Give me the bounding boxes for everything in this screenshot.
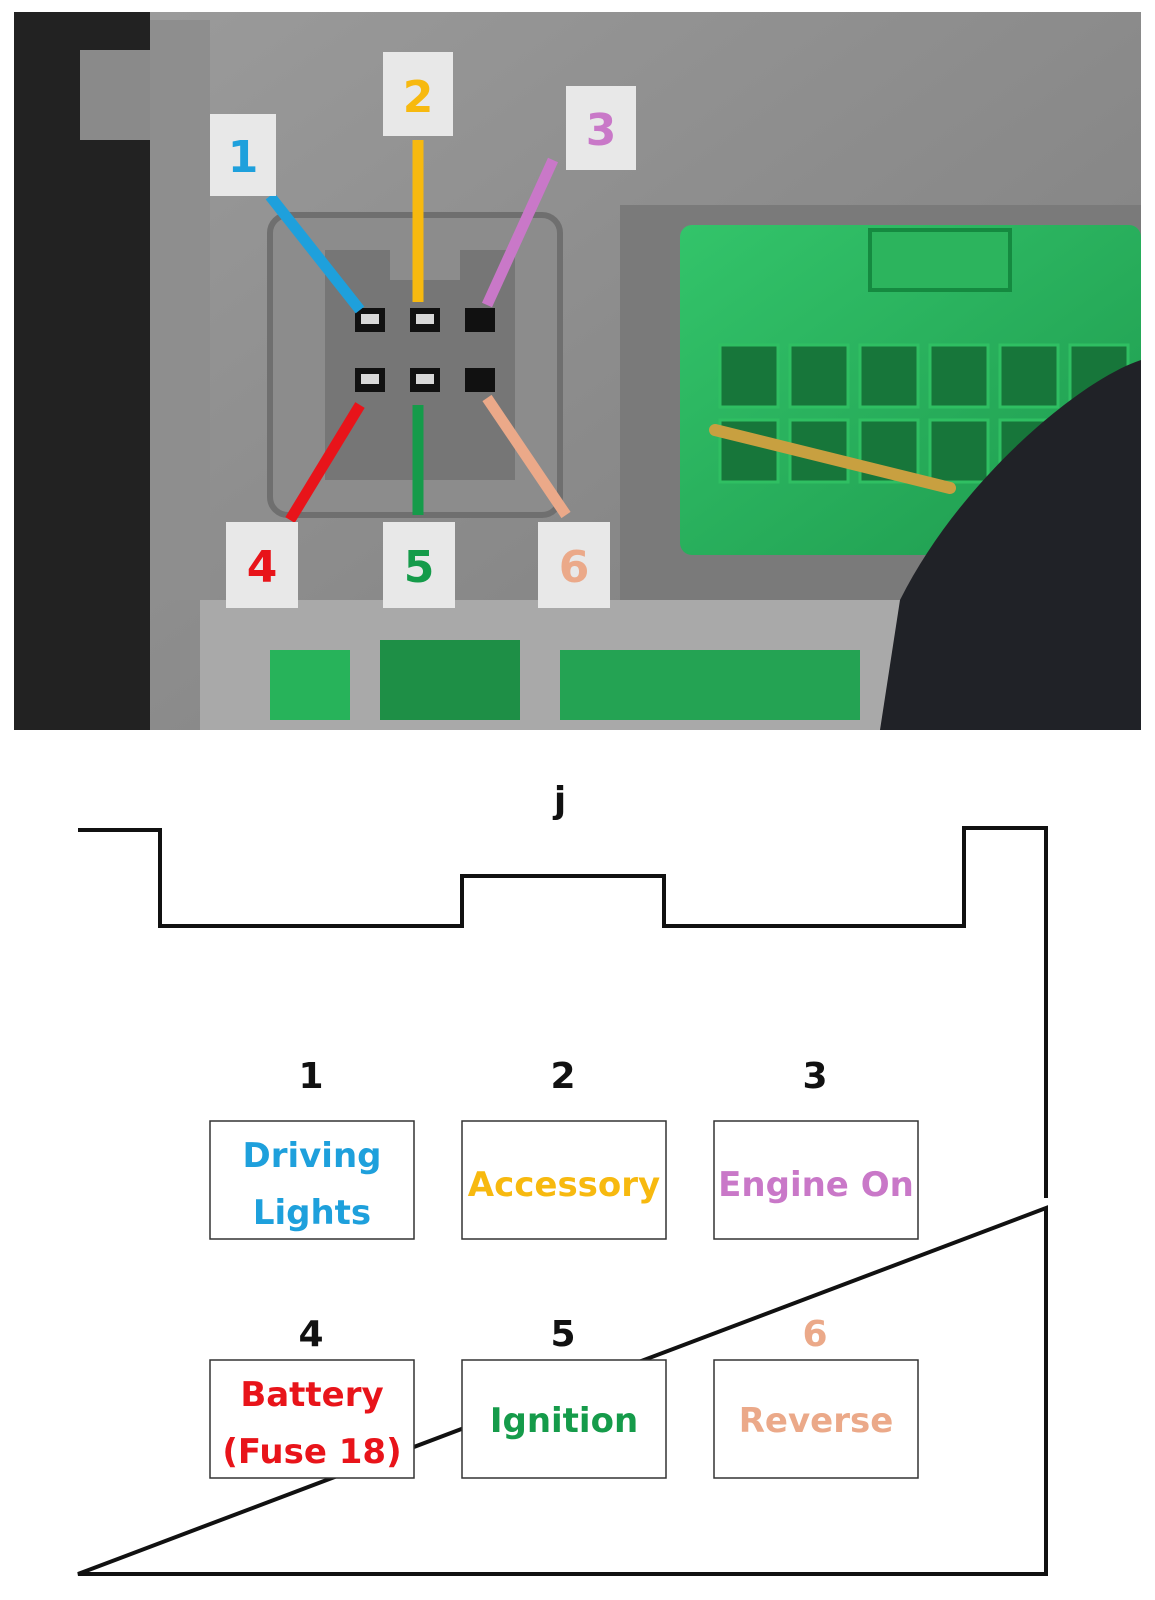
leader-6 — [482, 394, 571, 519]
pin-3-box — [713, 1120, 919, 1240]
pin-2-number: 2 — [550, 1056, 575, 1097]
side-letter: j — [552, 780, 566, 821]
pin-5-box — [461, 1359, 667, 1479]
pin-4: 4 Battery (Fuse 18) — [209, 1314, 415, 1479]
pin-4-number: 4 — [298, 1314, 323, 1355]
callout-3: 3 — [566, 86, 636, 170]
pin-6-label-line-1: Reverse — [739, 1401, 894, 1441]
green-latch — [868, 228, 1012, 292]
callout-6: 6 — [538, 522, 610, 608]
left-clip — [80, 50, 150, 140]
pin-1-box — [209, 1120, 415, 1240]
pin-2: 2 Accessory — [461, 1056, 667, 1240]
pin-1: 1 Driving Lights — [209, 1056, 415, 1240]
callout-number-4: 4 — [247, 542, 278, 593]
terminal-3 — [465, 308, 495, 332]
callout-number-1: 1 — [228, 132, 259, 183]
callout-number-3: 3 — [586, 105, 617, 156]
pin-5: 5 Ignition — [461, 1314, 667, 1479]
green-tab-2 — [380, 640, 520, 720]
pin-6-number: 6 — [802, 1314, 827, 1355]
green-cavity — [718, 343, 780, 409]
pin-4-box — [209, 1359, 415, 1479]
pin-6-box — [713, 1359, 919, 1479]
green-cavity — [858, 343, 920, 409]
green-connector — [620, 205, 1141, 730]
green-cavity — [998, 343, 1060, 409]
pin-2-label-line-1: Accessory — [468, 1165, 660, 1205]
green-cavity — [928, 418, 990, 484]
socket-key — [390, 240, 460, 280]
pin-terminals — [355, 308, 495, 392]
leader-3 — [481, 157, 559, 308]
leader-4 — [285, 402, 365, 523]
leader-1 — [265, 192, 365, 314]
left-bracket — [150, 20, 210, 600]
pin-5-number: 5 — [550, 1314, 575, 1355]
callout-number-5: 5 — [404, 542, 435, 593]
terminal-6 — [465, 368, 495, 392]
pin-3-label-line-1: Engine On — [718, 1165, 914, 1205]
pin-4-label-line-2: (Fuse 18) — [222, 1432, 401, 1472]
callout-4: 4 — [226, 522, 298, 608]
callout-number-6: 6 — [559, 542, 590, 593]
green-cavity — [928, 343, 990, 409]
pin-6: 6 Reverse — [713, 1314, 919, 1479]
callout-5: 5 — [383, 522, 455, 608]
green-tab-3 — [560, 650, 860, 720]
green-tab-1 — [270, 650, 350, 720]
pin-3: 3 Engine On — [713, 1056, 919, 1240]
pin-1-number: 1 — [298, 1056, 323, 1097]
black-harness — [880, 360, 1141, 730]
pin-4-label-line-1: Battery — [240, 1375, 383, 1415]
pin-1-label-line-1: Driving — [242, 1136, 381, 1176]
callout-number-2: 2 — [403, 72, 434, 123]
pin-1-label-line-2: Lights — [253, 1193, 371, 1233]
yellow-wire — [709, 424, 956, 494]
callout-2: 2 — [383, 52, 453, 136]
green-cavity — [788, 343, 850, 409]
callout-leaders — [265, 140, 571, 523]
pin-3-number: 3 — [802, 1056, 827, 1097]
callout-1: 1 — [210, 114, 276, 196]
pin-5-label-line-1: Ignition — [490, 1401, 638, 1441]
pin-2-box — [461, 1120, 667, 1240]
